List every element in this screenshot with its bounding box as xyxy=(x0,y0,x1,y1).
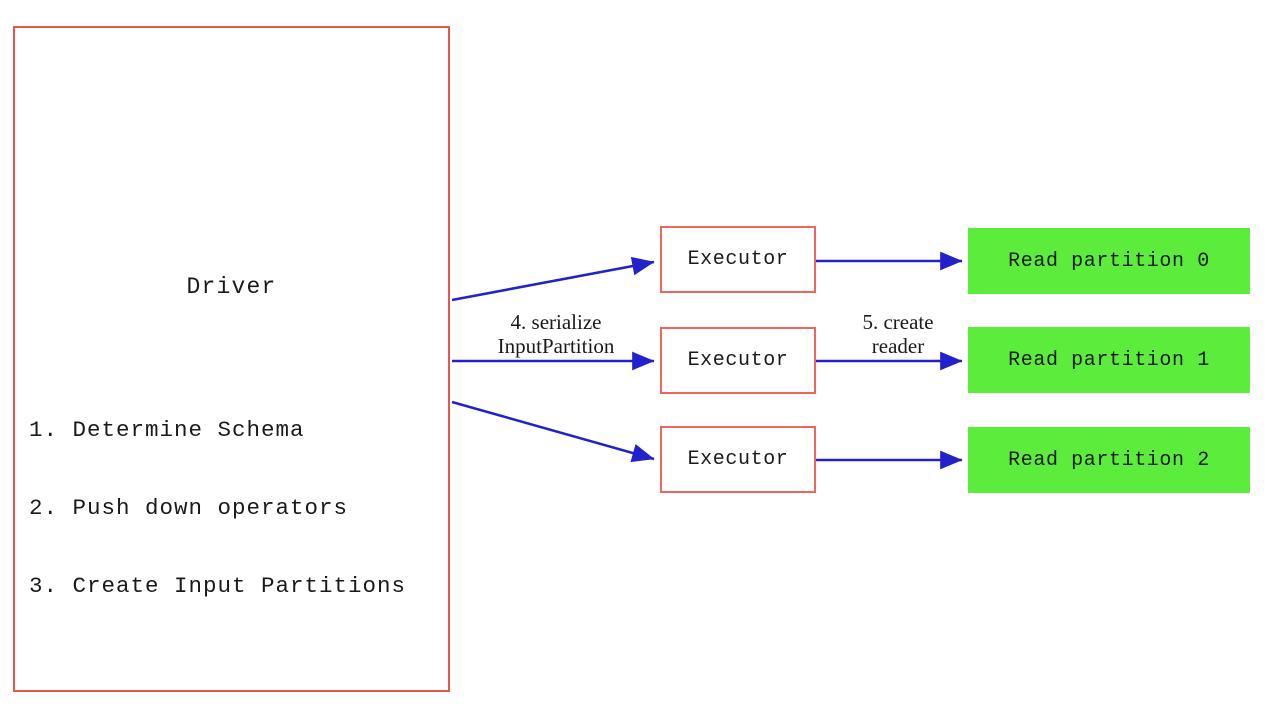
edge-label-create-reader-line2: reader xyxy=(871,334,925,358)
read-partition-label-2: Read partition 2 xyxy=(1008,448,1210,472)
read-partition-box-2: Read partition 2 xyxy=(968,427,1250,493)
arrow-driver-to-executor-2 xyxy=(451,400,655,463)
driver-steps-list: 1. Determine Schema 2. Push down operato… xyxy=(29,365,406,651)
driver-step-3: 3. Create Input Partitions xyxy=(29,573,407,599)
edge-label-create-reader-line1: 5. create xyxy=(862,310,934,334)
edge-label-serialize: 4. serialize InputPartition xyxy=(466,310,646,358)
executor-box-2: Executor xyxy=(660,426,816,493)
read-partition-label-1: Read partition 1 xyxy=(1008,348,1210,372)
arrow-driver-to-executor-0 xyxy=(451,256,655,302)
executor-box-1: Executor xyxy=(660,327,816,394)
read-partition-box-0: Read partition 0 xyxy=(968,228,1250,294)
read-partition-label-0: Read partition 0 xyxy=(1008,249,1210,273)
edge-label-create-reader: 5. create reader xyxy=(836,310,960,358)
edge-label-serialize-line2: InputPartition xyxy=(497,334,615,358)
executor-box-0: Executor xyxy=(660,226,816,293)
driver-box xyxy=(13,26,450,692)
driver-title: Driver xyxy=(186,274,277,300)
read-partition-box-1: Read partition 1 xyxy=(968,327,1250,393)
edge-label-serialize-line1: 4. serialize xyxy=(510,310,602,334)
executor-label-2: Executor xyxy=(687,448,789,471)
executor-label-0: Executor xyxy=(687,248,789,271)
executor-label-1: Executor xyxy=(687,349,789,372)
driver-step-1: 1. Determine Schema xyxy=(29,417,305,443)
driver-step-2: 2. Push down operators xyxy=(29,495,349,521)
